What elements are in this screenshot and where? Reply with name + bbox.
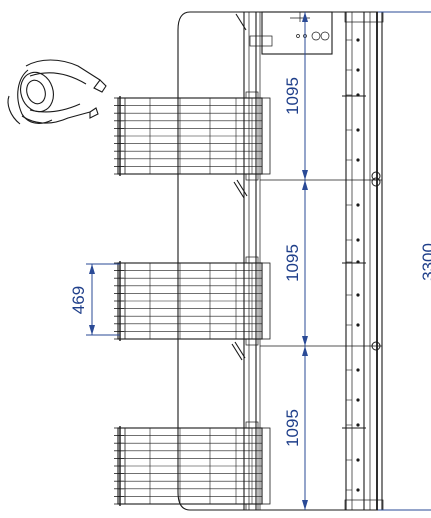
roller-dot [356, 423, 360, 427]
roller-dot [356, 128, 360, 132]
roller-dot [356, 238, 360, 242]
roller-dot [356, 68, 360, 72]
control-panel [249, 11, 333, 55]
basket-group [114, 91, 271, 511]
roller-dot [356, 488, 360, 492]
dimension-slot-2: 1095 [283, 244, 302, 282]
roller-dot [356, 203, 360, 207]
dimension-slot-1: 1095 [283, 77, 302, 115]
roller-hub [371, 171, 381, 181]
roller-hub [371, 341, 381, 351]
roller-dot [356, 323, 360, 327]
station-separators [260, 179, 382, 347]
roller-markers [342, 38, 381, 492]
dimension-overall-length: 3300 [419, 243, 431, 281]
basket-3 [114, 421, 271, 511]
operator-top-view-icon [7, 59, 107, 125]
roller-hub [371, 177, 381, 187]
dimension-basket-width: 469 [69, 286, 88, 314]
roller-dot [356, 368, 360, 372]
roller-dot [356, 458, 360, 462]
center-rail [243, 12, 261, 510]
basket-1 [114, 91, 271, 181]
lever-details [231, 13, 248, 361]
table-outline [177, 11, 380, 511]
basket-2 [114, 256, 271, 346]
dimension-slot-3: 1095 [283, 409, 302, 447]
conveyor-frame [344, 11, 384, 511]
dimension-lines [86, 11, 431, 511]
roller-dot [356, 293, 360, 297]
roller-dot [356, 398, 360, 402]
roller-dot [356, 38, 360, 42]
roller-dot [356, 158, 360, 162]
